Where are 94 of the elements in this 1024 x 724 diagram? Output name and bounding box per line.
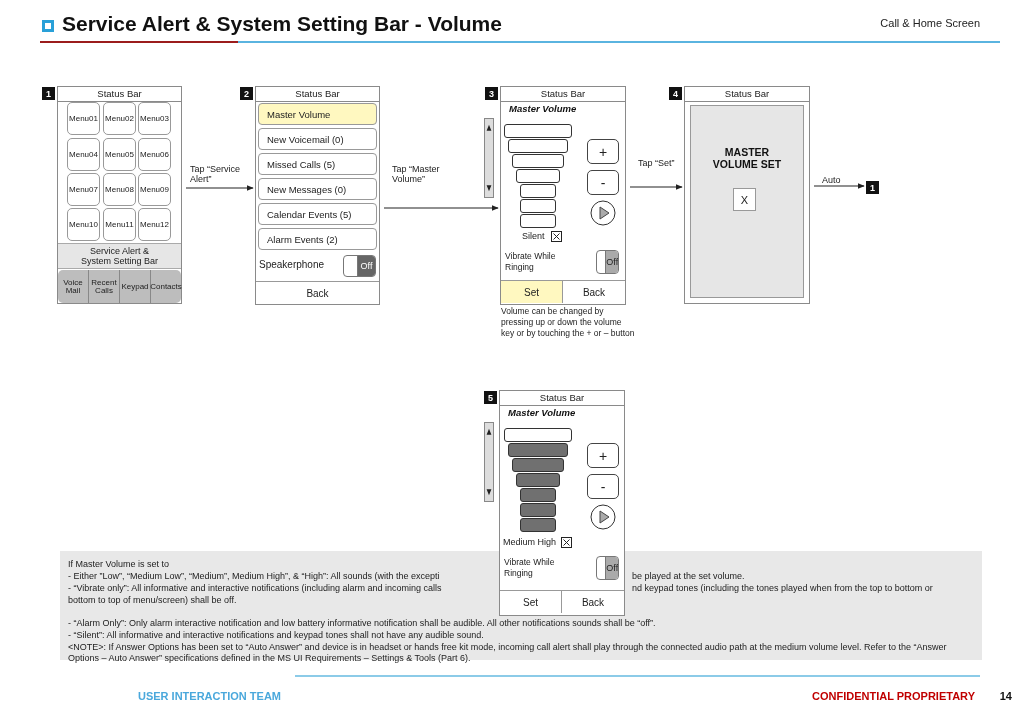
scroll-bar [484, 118, 494, 198]
note-text: <NOTE>: If Answer Options has been set to “Auto Answer” and device is in headset or hands free kit mode, incoming call alert shall play through the connected audio path at the medium volume level. Refer to the “Answer Options – Auto Answer” specifications defined in the MS UI Requirements – Settings & Tools (Part 6). [68, 642, 948, 664]
tab-button: Contacts [151, 270, 181, 303]
volume-button: - [587, 474, 619, 499]
phone-screen [499, 390, 625, 616]
soft-button: Set [500, 590, 562, 613]
list-item: Missed Calls (5) [258, 153, 377, 175]
status-bar: Status Bar [500, 391, 624, 406]
volume-level-bar [516, 169, 560, 183]
menu-tile: Menu11 [103, 208, 136, 241]
toggle-switch: Off [596, 556, 619, 580]
screen-number: 3 [485, 87, 498, 100]
option-label: Medium High [503, 537, 557, 548]
menu-tile: Menu03 [138, 102, 171, 135]
menu-tile: Menu01 [67, 102, 100, 135]
volume-level-bar [512, 154, 564, 168]
footer-text: USER INTERACTION TEAM [138, 690, 281, 703]
list-item: New Messages (0) [258, 178, 377, 200]
play-button [590, 504, 616, 530]
arrow [813, 183, 865, 189]
toggle-switch: Off [343, 255, 376, 277]
screen-number: 2 [240, 87, 253, 100]
phone-screen [684, 86, 810, 304]
volume-level-bar [520, 518, 556, 532]
list-item: Alarm Events (2) [258, 228, 377, 250]
volume-button: + [587, 139, 619, 164]
note-text: Volume can be changed by pressing up or down the volume key or by touching the + or – button [501, 306, 636, 339]
close-button: X [733, 188, 756, 211]
page-number: 14 [998, 690, 1012, 703]
play-button [590, 200, 616, 226]
volume-level-bar [508, 443, 568, 457]
note-text: - Either ”Low”, “Medium Low”, “Medium”, Medium High”, & “High”: All sounds (with the excepti [68, 571, 440, 582]
menu-tile: Menu12 [138, 208, 171, 241]
footer-text: CONFIDENTIAL PROPRIETARY [811, 690, 975, 703]
screen-number: 5 [484, 391, 497, 404]
menu-tile: Menu05 [103, 138, 136, 171]
screen-number: 4 [669, 87, 682, 100]
note-text: If Master Volume is set to [68, 559, 170, 570]
tab-button: Voice Mail [58, 270, 89, 303]
menu-tile: Menu04 [67, 138, 100, 171]
tab-button: Recent Calls [89, 270, 120, 303]
arrow [185, 185, 254, 191]
menu-tile: Menu10 [67, 208, 100, 241]
volume-level-bar [520, 214, 556, 228]
option-label: Speakerphone [259, 259, 325, 271]
tab-button: Keypad [120, 270, 151, 303]
volume-level-bar [516, 473, 560, 487]
toggle-switch: Off [596, 250, 619, 274]
screen-number: 1 [42, 87, 55, 100]
note-text: - “Vibrate only”: All informative and interactive notifications (including alarm and incoming calls [68, 583, 442, 594]
scroll-bar [484, 422, 494, 502]
soft-button: Set [501, 280, 563, 303]
volume-level-bar [520, 488, 556, 502]
volume-level-bar [512, 458, 564, 472]
menu-tile: Menu07 [67, 173, 100, 206]
note-text: bottom to top of menu/screen) shall be off. [68, 595, 237, 606]
screen-title: Master Volume [509, 103, 577, 114]
note-text: nd keypad tones (including the tones played when from the top to bottom or [632, 583, 933, 594]
status-bar: Status Bar [501, 87, 625, 102]
screen-title: Master Volume [508, 407, 576, 418]
list-item: Master Volume [258, 103, 377, 125]
phone-screen [57, 86, 182, 304]
volume-button: + [587, 443, 619, 468]
note-text: - “Alarm Only”: Only alarm interactive notification and low battery informative notification shall be audible. All other notifications sounds shall be “off”. [68, 618, 656, 629]
volume-button: - [587, 170, 619, 195]
message-text: MASTER VOLUME SET [711, 146, 783, 170]
note-text: - “Silent”: All informative and interactive notifications and keypad tones shall not have any audible sound. [68, 630, 484, 641]
menu-tile: Menu08 [103, 173, 136, 206]
arrow [383, 205, 499, 211]
screen-number: 1 [866, 181, 879, 194]
volume-level-bar [504, 428, 572, 442]
volume-level-bar [520, 503, 556, 517]
volume-level-bar [520, 199, 556, 213]
note-text: be played at the set volume. [632, 571, 745, 582]
option-label: Silent [522, 231, 545, 242]
option-label: Vibrate While Ringing [504, 557, 556, 579]
list-item: Calendar Events (5) [258, 203, 377, 225]
list-item: New Voicemail (0) [258, 128, 377, 150]
menu-tile: Menu02 [103, 102, 136, 135]
volume-level-bar [520, 184, 556, 198]
message-panel [690, 105, 804, 298]
status-bar: Status Bar [685, 87, 809, 102]
volume-level-bar [504, 124, 572, 138]
volume-level-bar [508, 139, 568, 153]
phone-screen [255, 86, 380, 305]
menu-tile: Menu06 [138, 138, 171, 171]
edge-label: Tap “Set” [638, 158, 678, 168]
setting-bar: Service Alert & System Setting Bar [58, 243, 181, 269]
status-bar: Status Bar [256, 87, 379, 102]
page-title: Service Alert & System Setting Bar - Volume [62, 12, 502, 36]
arrow [629, 184, 683, 190]
option-label: Vibrate While Ringing [505, 251, 557, 273]
header-text: Call & Home Screen [879, 17, 980, 30]
menu-tile: Menu09 [138, 173, 171, 206]
